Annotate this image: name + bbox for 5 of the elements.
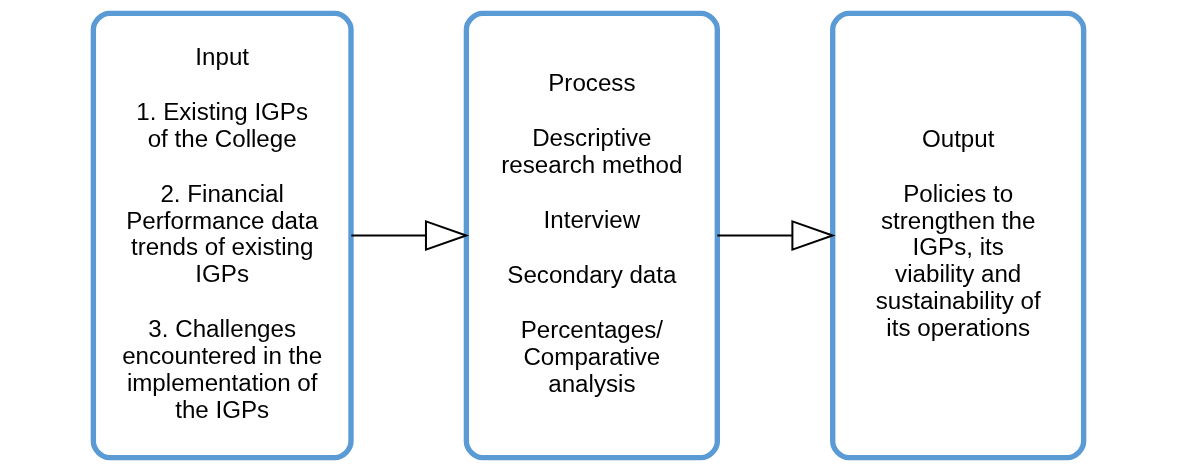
node-box: Output Policies to strengthen the IGPs, its viability and sustainability of its operations bbox=[830, 10, 1087, 461]
node-box: Input 1. Existing IGPs of the College 2. Financial Performance data trends of existing IGPs 3. Challenges encountered in the implementation of the IGPs bbox=[90, 10, 354, 461]
node-box: Process Descriptive research method Interview Secondary data Percentages/ Comparative analysis bbox=[463, 10, 720, 461]
arrow bbox=[351, 220, 470, 251]
arrow bbox=[717, 220, 836, 251]
